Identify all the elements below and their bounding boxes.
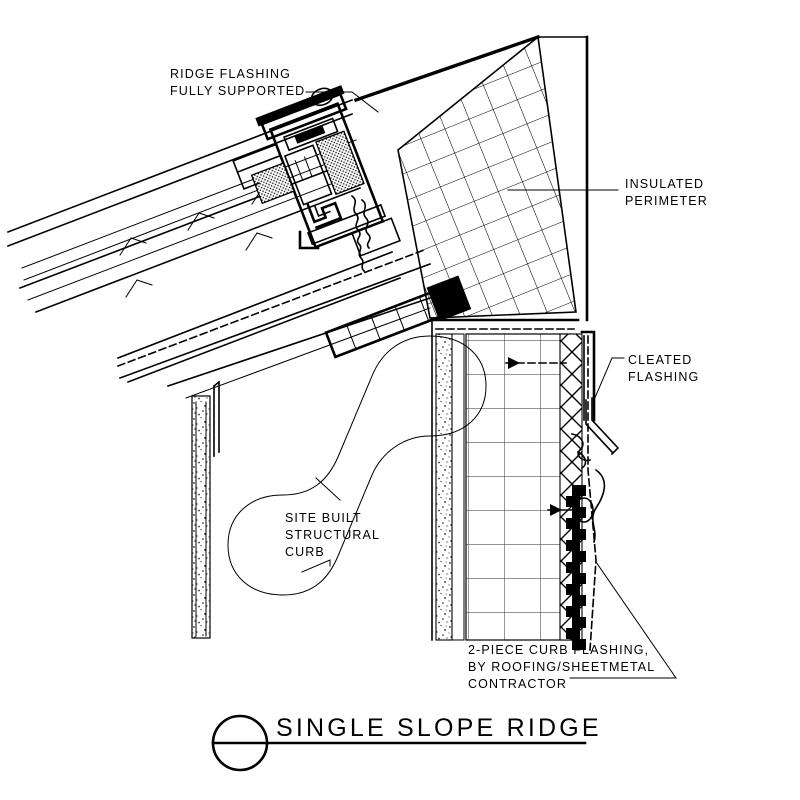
annotation-line: CONTRACTOR [468, 677, 567, 691]
left-concrete-wall [166, 296, 432, 639]
leader-lines [301, 91, 677, 679]
annotation-line: PERIMETER [625, 194, 708, 208]
annotation-line: FLASHING [628, 370, 699, 384]
structural-curb [430, 318, 594, 641]
insulated-perimeter-panel [353, 34, 589, 322]
annotation-insulated-perimeter: INSULATED PERIMETER [625, 177, 708, 208]
annotation-line: STRUCTURAL [285, 528, 380, 542]
annotation-curb-flashing: 2-PIECE CURB FLASHING, BY ROOFING/SHEETM… [468, 643, 655, 691]
annotation-line: 2-PIECE CURB FLASHING, [468, 643, 649, 657]
eave-sill-member [116, 248, 472, 399]
annotation-line: SITE BUILT [285, 511, 362, 525]
annotation-line: BY ROOFING/SHEETMETAL [468, 660, 655, 674]
curb-masonry-body [465, 333, 573, 641]
curb-flashing-2piece [566, 330, 620, 651]
ridge-mullion-detail [232, 85, 401, 273]
annotation-line: INSULATED [625, 177, 704, 191]
annotation-line: CLEATED [628, 353, 692, 367]
cleat-hook [585, 397, 620, 456]
leader-curb-flashing [569, 561, 677, 679]
leader-cleated-flashing [593, 357, 625, 401]
page-title: SINGLE SLOPE RIDGE [276, 714, 602, 742]
break-omit-symbol [227, 335, 487, 596]
sloped-glazing-assembly [6, 98, 402, 384]
annotation-ridge-flashing: RIDGE FLASHING FULLY SUPPORTED [170, 67, 305, 98]
curb-concrete-strip [435, 333, 453, 641]
leader-ridge-flashing [305, 91, 379, 113]
leader-site-built-curb-lower [301, 559, 331, 573]
annotation-line: FULLY SUPPORTED [170, 84, 305, 98]
curb-arrow-upper [505, 357, 567, 369]
curb-flashing-blocking [566, 485, 586, 650]
annotation-site-built-structural-curb: SITE BUILT STRUCTURAL CURB [285, 511, 380, 559]
annotation-line: RIDGE FLASHING [170, 67, 291, 81]
annotation-cleated-flashing: CLEATED FLASHING [628, 353, 699, 384]
annotation-line: CURB [285, 545, 325, 559]
title-block: SINGLE SLOPE RIDGE [211, 714, 602, 772]
leader-site-built-curb-upper [315, 477, 341, 501]
